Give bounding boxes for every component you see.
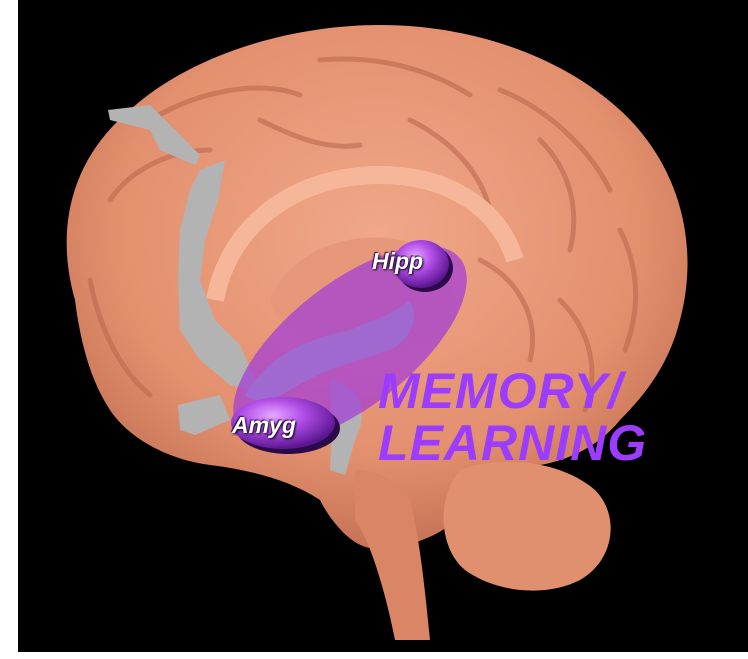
hippocampus-label: Hipp [372,248,423,275]
memory-learning-caption: MEMORY/ LEARNING [378,365,647,469]
amygdala-label: Amyg [232,412,296,439]
caption-line-1: MEMORY/ [378,365,647,417]
caption-line-2: LEARNING [378,417,647,469]
